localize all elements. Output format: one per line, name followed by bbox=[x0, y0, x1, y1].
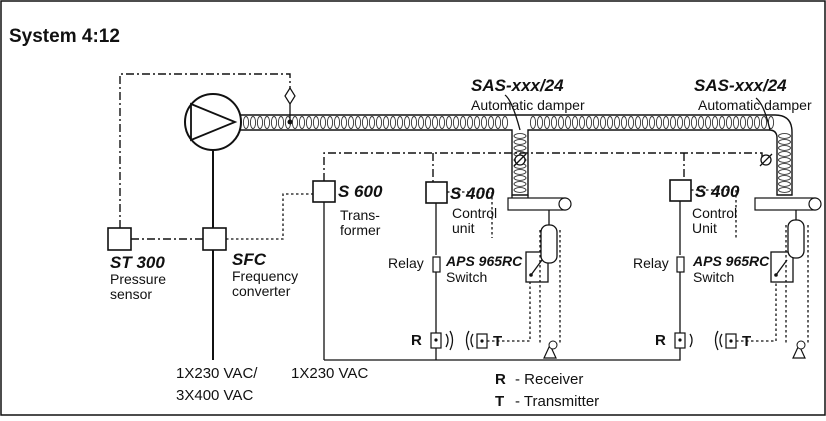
legend-desc-r: - Receiver bbox=[515, 371, 583, 388]
diagram-title: System 4:12 bbox=[9, 26, 120, 47]
legend-key-t: T bbox=[495, 393, 504, 410]
aps-b-model: APS 965RC bbox=[692, 253, 770, 269]
transmitter-b-icon bbox=[714, 330, 737, 351]
s600-line2: former bbox=[340, 222, 381, 238]
aps-a-line1: Switch bbox=[446, 269, 487, 285]
aps-b-line1: Switch bbox=[693, 269, 734, 285]
s600-line1: Trans- bbox=[340, 207, 380, 223]
supply-left-line2: 3X400 VAC bbox=[176, 387, 253, 404]
s400-b-line1: Control bbox=[692, 205, 737, 221]
s400-b-dotted bbox=[691, 189, 737, 238]
relay-b-label: Relay bbox=[633, 255, 669, 271]
s400-b-model: S 400 bbox=[695, 182, 740, 201]
legend-key-r: R bbox=[495, 371, 506, 388]
damper-b-icon bbox=[755, 97, 773, 167]
hood-a-icon bbox=[539, 210, 561, 359]
probe-icon bbox=[284, 86, 296, 106]
r-b-marker: R bbox=[655, 332, 666, 349]
st300-line2: sensor bbox=[110, 286, 152, 302]
s600-box bbox=[312, 180, 336, 203]
aps-b-switch-icon bbox=[770, 251, 794, 283]
r-a-marker: R bbox=[411, 332, 422, 349]
main-duct bbox=[239, 114, 793, 196]
s400-a-line1: Control bbox=[452, 205, 497, 221]
damper-b-model: SAS-xxx/24 bbox=[694, 76, 787, 95]
legend-desc-t: - Transmitter bbox=[515, 393, 599, 410]
fan-icon bbox=[184, 93, 242, 151]
receiver-a-icon bbox=[430, 330, 454, 351]
relay-b-icon bbox=[676, 256, 685, 273]
probe-point bbox=[287, 119, 293, 125]
s400-a-line2: unit bbox=[452, 220, 475, 236]
relay-a-label: Relay bbox=[388, 255, 424, 271]
aps-a-model: APS 965RC bbox=[445, 253, 523, 269]
sfc-line2: converter bbox=[232, 283, 291, 299]
s400-a-dotted bbox=[447, 191, 493, 238]
s400-a-box bbox=[425, 181, 448, 204]
power-bus bbox=[324, 348, 681, 361]
transmitter-a-link bbox=[487, 282, 531, 342]
damper-a-model: SAS-xxx/24 bbox=[471, 76, 564, 95]
st300-box bbox=[107, 227, 132, 251]
relay-a-icon bbox=[432, 256, 441, 273]
supply-right: 1X230 VAC bbox=[291, 365, 368, 382]
sfc-model: SFC bbox=[232, 250, 267, 269]
transmitter-a-icon bbox=[465, 330, 488, 351]
sfc-box bbox=[202, 227, 227, 251]
damper-a-desc: Automatic damper bbox=[471, 97, 585, 113]
signal-sfc-s600 bbox=[226, 193, 313, 240]
pressure-line bbox=[119, 73, 291, 228]
t-b-marker: T bbox=[742, 333, 751, 350]
damper-a-icon bbox=[504, 94, 527, 167]
transmitter-b-link bbox=[736, 282, 777, 342]
t-a-marker: T bbox=[493, 333, 502, 350]
damper-b-desc: Automatic damper bbox=[698, 97, 812, 113]
branch-duct-b bbox=[754, 197, 822, 211]
st300-model: ST 300 bbox=[110, 253, 165, 272]
sfc-line1: Frequency bbox=[232, 268, 298, 284]
st300-line1: Pressure bbox=[110, 271, 166, 287]
control-bus bbox=[323, 152, 763, 181]
receiver-b-icon bbox=[674, 332, 693, 349]
branch-duct-a bbox=[507, 195, 572, 211]
s400-b-box bbox=[669, 179, 692, 202]
s400-a-model: S 400 bbox=[450, 184, 495, 203]
s400-b-line2: Unit bbox=[692, 220, 717, 236]
s600-model: S 600 bbox=[338, 182, 383, 201]
hood-b-icon bbox=[785, 210, 809, 359]
supply-left-line1: 1X230 VAC/ bbox=[176, 365, 258, 382]
